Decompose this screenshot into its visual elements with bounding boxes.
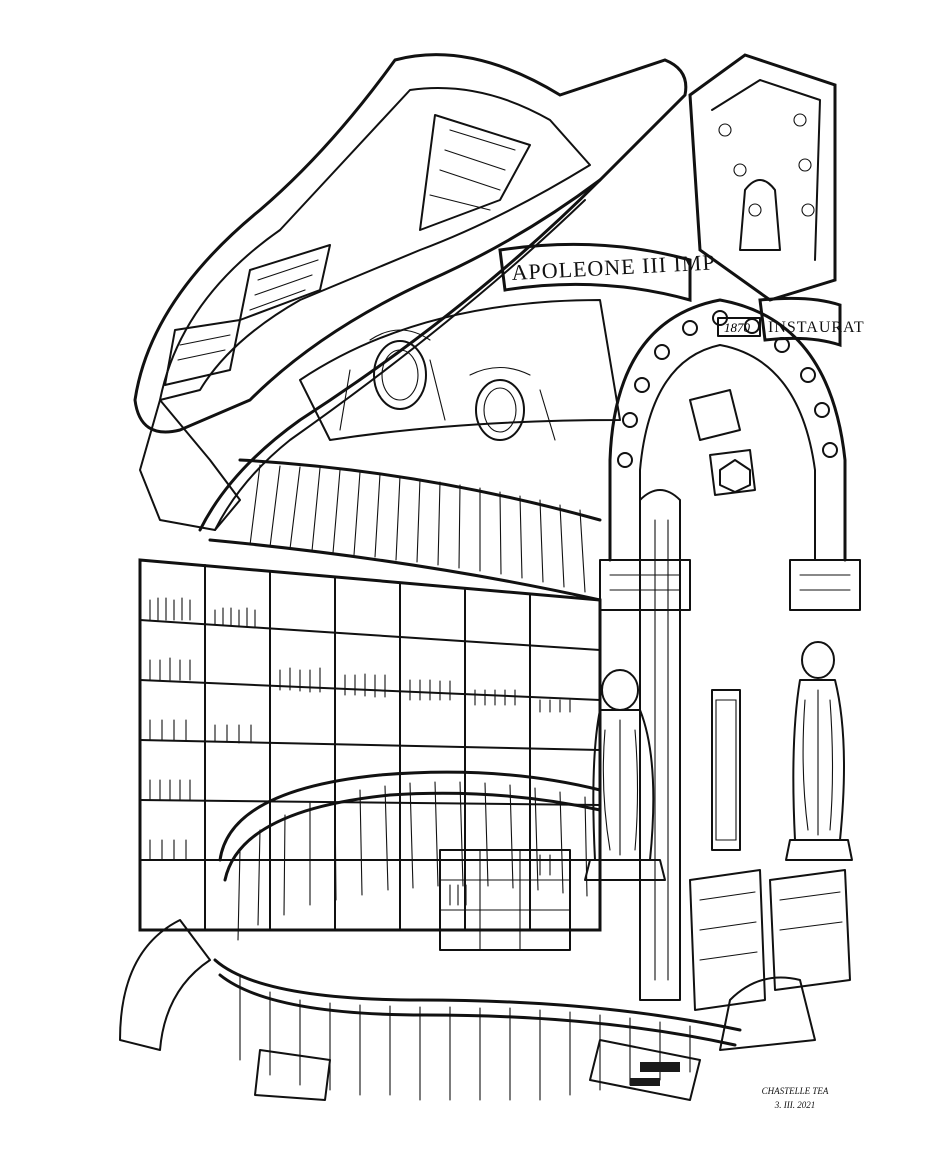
artist-signature: CHASTELLE TEA 3. III. 2021	[740, 1084, 850, 1112]
inscription-right: INSTAURAT	[768, 319, 865, 336]
ceiling-vault	[299, 299, 621, 441]
lower-right-doors	[689, 869, 851, 1051]
signature-name: CHASTELLE TEA	[761, 1086, 829, 1096]
lower-bookcases	[439, 849, 571, 951]
pilaster-column	[688, 53, 837, 302]
bookshelves-left	[138, 558, 602, 932]
upper-gallery-railing	[208, 458, 602, 602]
caryatid-statue-right	[785, 641, 853, 861]
caryatid-statue-center	[584, 669, 666, 881]
spiral-staircase	[119, 770, 742, 1101]
inscription-left: APOLEONE III IMP	[511, 249, 716, 285]
date-plaque: 1870	[724, 320, 751, 335]
arched-doorway	[599, 298, 861, 1001]
signature-date: 3. III. 2021	[774, 1100, 816, 1110]
curved-ceiling-beam	[133, 53, 688, 532]
